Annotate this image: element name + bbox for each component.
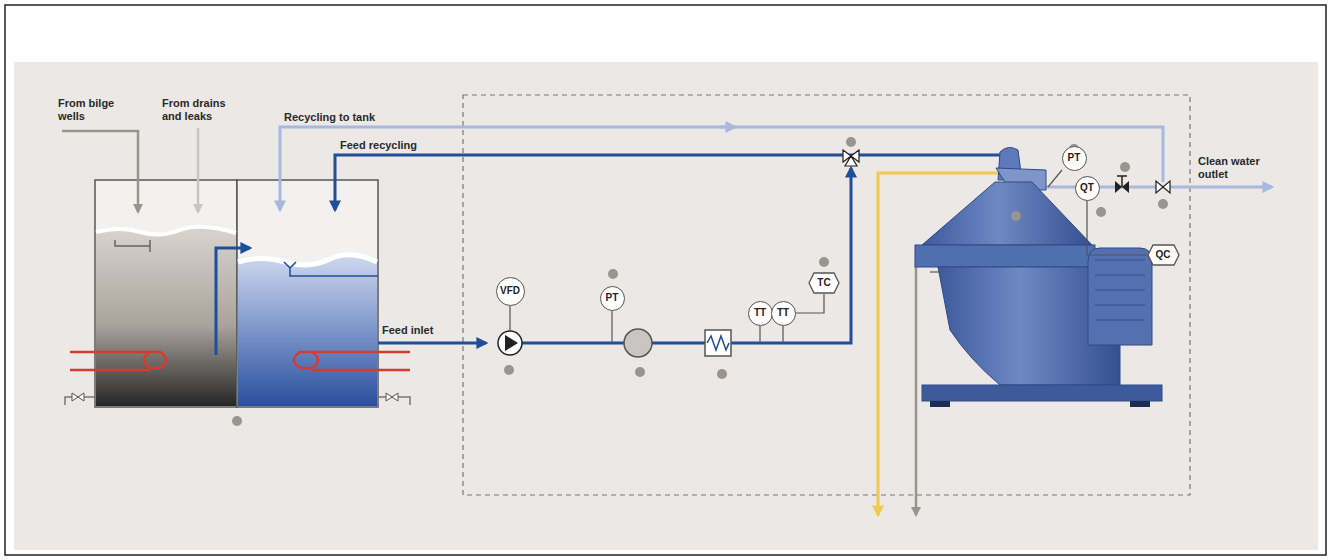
instrument-bubble: TT (748, 301, 773, 326)
instrument-tag: TT (777, 308, 789, 318)
instrument-tag: PT (1068, 153, 1081, 163)
instrument-bubble: PT (600, 286, 625, 311)
controller-hexagon: TC (808, 272, 840, 294)
flow-label: Clean water outlet (1198, 155, 1270, 181)
instrument-bubble: VFD (496, 277, 525, 306)
instrument-bubble: PT (1062, 146, 1087, 171)
flow-label: Feed inlet (382, 324, 433, 337)
instrument-tag: QC (1156, 250, 1171, 260)
hexagon-shape (1148, 245, 1179, 265)
instrument-bubble: TT (771, 301, 796, 326)
instrument-tag: TC (817, 278, 830, 288)
instrument-tag: PT (606, 293, 619, 303)
flow-label: From drains and leaks (162, 97, 234, 123)
instrument-bubble: QT (1075, 176, 1100, 201)
instrument-tag: QT (1080, 183, 1094, 193)
instrument-tag: VFD (500, 286, 520, 296)
flow-label: Recycling to tank (284, 111, 375, 124)
hexagon-shape (809, 273, 839, 293)
flow-label: Feed recycling (340, 139, 417, 152)
flow-label: From bilge wells (58, 97, 120, 123)
signal-line (796, 294, 825, 313)
instrument-tag: TT (754, 308, 766, 318)
signal-line (1087, 201, 1147, 256)
controller-hexagon: QC (1147, 244, 1180, 266)
